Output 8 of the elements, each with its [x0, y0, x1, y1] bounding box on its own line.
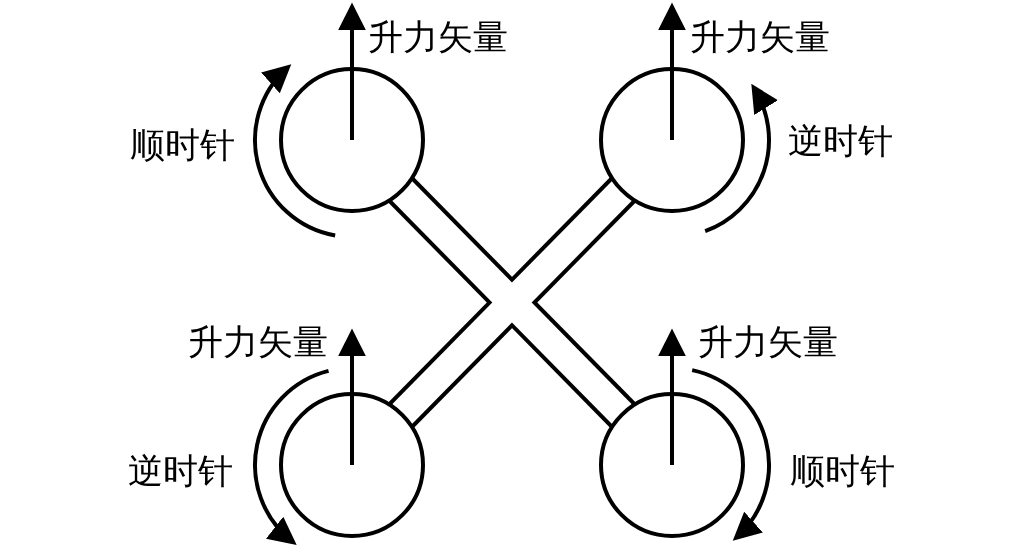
lift-label: 升力矢量 [368, 18, 508, 57]
rotation-label: 逆时针 [788, 122, 893, 161]
rotation-label: 顺时针 [130, 126, 235, 165]
lift-label: 升力矢量 [188, 323, 328, 362]
lift-label: 升力矢量 [690, 18, 830, 57]
rotation-label: 顺时针 [790, 452, 895, 491]
rotation-label: 逆时针 [128, 452, 233, 491]
lift-label: 升力矢量 [698, 323, 838, 362]
